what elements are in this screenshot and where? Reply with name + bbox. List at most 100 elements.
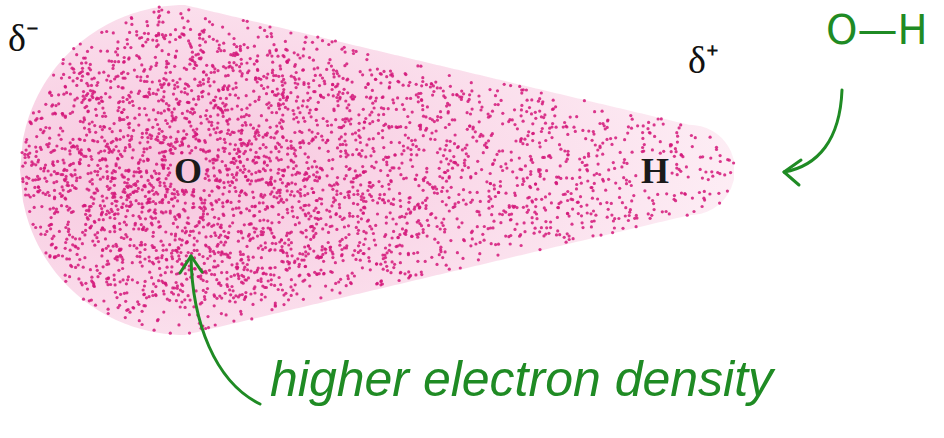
electron-dot (155, 163, 158, 166)
electron-dot (538, 230, 541, 233)
electron-dot (325, 68, 328, 71)
electron-dot (717, 192, 720, 195)
electron-dot (346, 117, 349, 120)
electron-dot (422, 149, 425, 152)
electron-dot (474, 130, 477, 133)
electron-dot (185, 241, 188, 244)
electron-dot (216, 113, 219, 116)
electron-dot (414, 139, 417, 142)
electron-dot (304, 254, 307, 257)
electron-dot (171, 79, 174, 82)
electron-dot (86, 50, 89, 53)
electron-dot (188, 234, 191, 237)
electron-dot (263, 286, 266, 289)
electron-dot (165, 177, 168, 180)
electron-dot (694, 136, 697, 139)
electron-dot (454, 202, 457, 205)
electron-dot (162, 77, 165, 80)
electron-dot (351, 153, 354, 156)
electron-dot (468, 125, 471, 128)
electron-dot (320, 197, 323, 200)
electron-dot (532, 132, 535, 135)
electron-dot (174, 141, 177, 144)
electron-dot (593, 173, 596, 176)
electron-dot (170, 265, 173, 268)
electron-dot (436, 151, 439, 154)
electron-dot (601, 153, 604, 156)
electron-dot (105, 213, 108, 216)
electron-dot (237, 240, 240, 243)
electron-dot (529, 155, 532, 158)
electron-dot (601, 142, 604, 145)
electron-dot (28, 210, 31, 213)
electron-dot (493, 187, 496, 190)
electron-dot (210, 273, 213, 276)
electron-dot (347, 224, 350, 227)
electron-dot (168, 125, 171, 128)
electron-dot (130, 23, 133, 26)
electron-dot (433, 191, 436, 194)
electron-dot (187, 216, 190, 219)
electron-dot (93, 285, 96, 288)
electron-dot (448, 103, 451, 106)
electron-dot (219, 234, 222, 237)
electron-dot (247, 178, 250, 181)
electron-dot (224, 164, 227, 167)
electron-dot (216, 69, 219, 72)
electron-dot (359, 174, 362, 177)
electron-dot (699, 168, 702, 171)
electron-dot (161, 158, 164, 161)
electron-dot (289, 248, 292, 251)
electron-dot (291, 209, 294, 212)
electron-dot (176, 226, 179, 229)
electron-dot (87, 164, 90, 167)
electron-dot (87, 209, 90, 212)
electron-dot (518, 235, 521, 238)
electron-dot (248, 233, 251, 236)
electron-dot (290, 190, 293, 193)
electron-dot (270, 150, 273, 153)
electron-dot (322, 272, 325, 275)
electron-dot (123, 292, 126, 295)
electron-dot (44, 233, 47, 236)
electron-dot (356, 215, 359, 218)
electron-dot (590, 186, 593, 189)
electron-dot (622, 161, 625, 164)
electron-dot (28, 144, 31, 147)
electron-dot (309, 215, 312, 218)
electron-dot (59, 127, 62, 130)
electron-dot (213, 304, 216, 307)
electron-dot (351, 272, 354, 275)
electron-dot (137, 227, 140, 230)
electron-dot (217, 148, 220, 151)
electron-dot (104, 92, 107, 95)
electron-dot (583, 156, 586, 159)
electron-dot (202, 71, 205, 74)
electron-dot (501, 149, 504, 152)
electron-dot (425, 170, 428, 173)
cloud-shape (20, 5, 734, 335)
electron-dot (452, 155, 455, 158)
electron-dot (331, 158, 334, 161)
electron-dot (369, 268, 372, 271)
electron-dot (151, 294, 154, 297)
electron-dot (59, 192, 62, 195)
electron-dot (359, 183, 362, 186)
electron-dot (327, 43, 330, 46)
electron-dot (319, 296, 322, 299)
electron-dot (249, 182, 252, 185)
electron-dot (272, 235, 275, 238)
electron-dot (244, 175, 247, 178)
electron-dot (98, 272, 101, 275)
electron-dot (676, 135, 679, 138)
electron-dot (253, 291, 256, 294)
electron-dot (257, 247, 260, 250)
electron-dot (513, 192, 516, 195)
electron-dot (538, 110, 541, 113)
electron-dot (478, 101, 481, 104)
electron-dot (176, 199, 179, 202)
electron-dot (116, 53, 119, 56)
electron-dot (74, 266, 77, 269)
electron-dot (250, 142, 253, 145)
electron-dot (267, 106, 270, 109)
